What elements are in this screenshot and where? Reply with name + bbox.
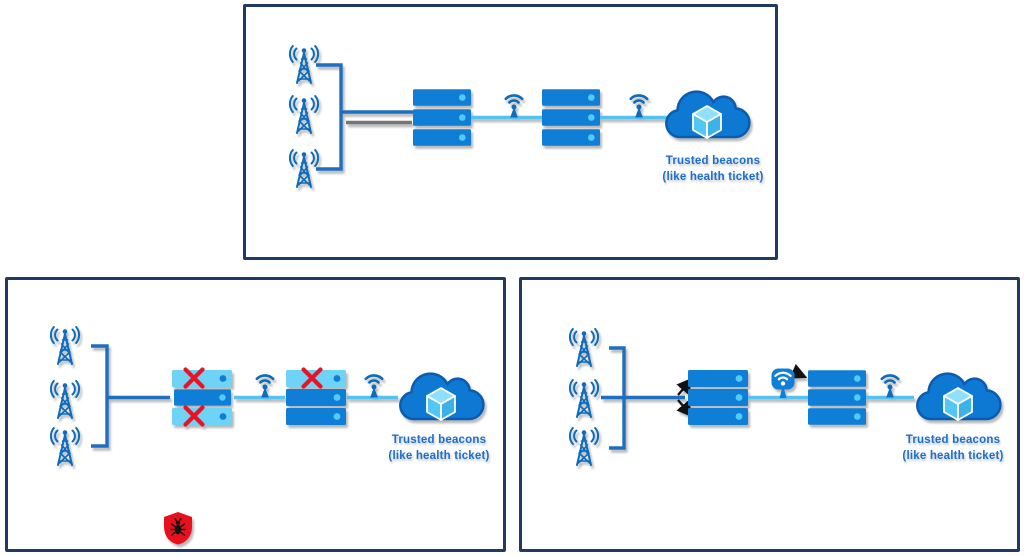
wifi-beacon-icon bbox=[880, 374, 900, 398]
wifi-beacon-active-icon bbox=[770, 367, 796, 399]
wifi-beacon-icon bbox=[504, 94, 524, 118]
cell-tower-icon bbox=[49, 326, 81, 365]
wifi-beacon-icon bbox=[364, 374, 384, 398]
server-row bbox=[413, 89, 471, 106]
server-row bbox=[808, 389, 866, 406]
cell-tower-icon bbox=[568, 379, 600, 418]
wifi-beacon-icon bbox=[255, 374, 275, 398]
cell-tower-icon bbox=[49, 427, 81, 466]
bottom-left-panel-diagram bbox=[49, 326, 485, 545]
tower-bracket bbox=[316, 63, 413, 171]
tower-bracket bbox=[91, 344, 170, 448]
server-stack-icon bbox=[286, 370, 346, 425]
cell-tower-icon bbox=[568, 427, 600, 466]
cell-tower-icon bbox=[288, 149, 320, 188]
scenario-panel-bottom-left: Trusted beacons (like health ticket) bbox=[5, 277, 506, 552]
server-row bbox=[808, 370, 866, 387]
server-row bbox=[413, 109, 471, 126]
server-row bbox=[286, 389, 346, 406]
scenario-panel-top: Trusted beacons (like health ticket) bbox=[243, 4, 778, 260]
top-panel-diagram bbox=[288, 45, 751, 188]
server-stack-icon bbox=[172, 370, 232, 425]
cloud-caption: Trusted beacons (like health ticket) bbox=[354, 432, 524, 464]
cell-tower-icon bbox=[288, 45, 320, 84]
server-row bbox=[286, 408, 346, 425]
tower-bracket bbox=[601, 346, 685, 450]
bottom-right-panel-diagram bbox=[568, 328, 1002, 466]
caption-line1: Trusted beacons bbox=[905, 434, 1001, 446]
caption-line1: Trusted beacons bbox=[391, 434, 487, 446]
cell-tower-icon bbox=[568, 328, 600, 367]
caption-line1: Trusted beacons bbox=[665, 155, 761, 167]
cloud-caption: Trusted beacons (like health ticket) bbox=[868, 432, 1024, 464]
server-row bbox=[413, 129, 471, 146]
server-row bbox=[542, 89, 600, 106]
server-stack-icon bbox=[413, 89, 471, 146]
server-row bbox=[688, 408, 748, 425]
caption-line2: (like health ticket) bbox=[662, 171, 764, 183]
cloud-cube-icon bbox=[665, 90, 751, 140]
wifi-beacon-icon bbox=[629, 94, 649, 118]
cell-tower-icon bbox=[288, 95, 320, 134]
cloud-caption: Trusted beacons (like health ticket) bbox=[628, 153, 798, 185]
server-row bbox=[542, 129, 600, 146]
caption-line2: (like health ticket) bbox=[388, 450, 490, 462]
malware-shield-icon bbox=[163, 511, 193, 545]
server-row bbox=[808, 408, 866, 425]
caption-line2: (like health ticket) bbox=[902, 450, 1004, 462]
scenario-panel-bottom-right: Trusted beacons (like health ticket) bbox=[519, 277, 1020, 552]
server-stack-icon bbox=[542, 89, 600, 146]
cloud-cube-icon bbox=[399, 372, 485, 422]
server-stack-icon bbox=[808, 370, 866, 425]
server-stack-icon bbox=[688, 370, 748, 425]
cell-tower-icon bbox=[49, 380, 81, 419]
server-row bbox=[174, 389, 231, 406]
server-row bbox=[688, 370, 748, 387]
server-row bbox=[542, 109, 600, 126]
server-row bbox=[688, 389, 748, 406]
cloud-cube-icon bbox=[916, 372, 1002, 422]
